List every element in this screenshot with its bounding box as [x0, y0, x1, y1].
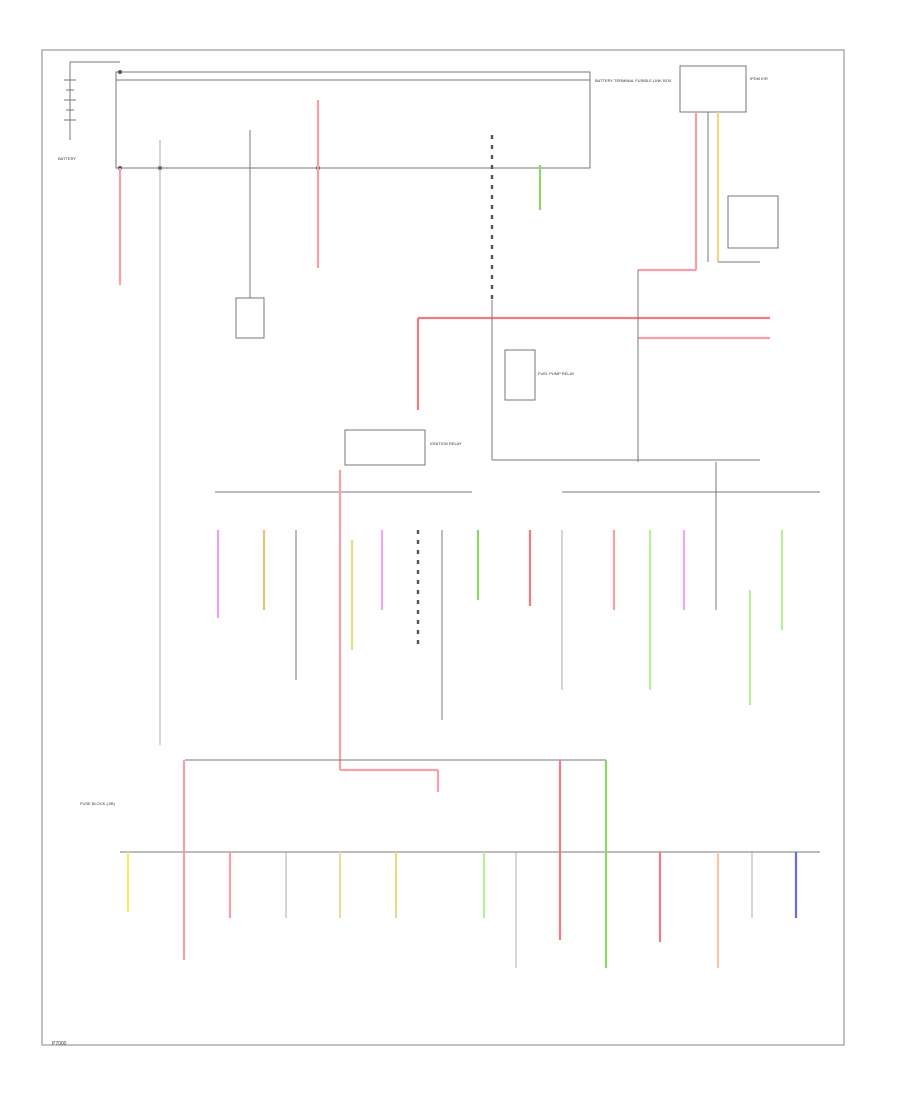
fuel-pump-relay-box — [504, 349, 536, 401]
battery-symbol — [64, 61, 120, 140]
fuel-pump-relay-label: FUEL PUMP RELAY — [538, 371, 575, 376]
fuse-block-top — [115, 70, 591, 170]
battery-label: BATTERY — [58, 156, 76, 161]
ipdm-label: IPDM E/R — [750, 76, 768, 81]
ipdm-box — [679, 65, 747, 113]
component-box-top-3 — [235, 297, 265, 339]
upper-row-drops — [216, 462, 784, 770]
ignition-relay-box — [344, 429, 426, 466]
fuse-block-top-label: BATTERY TERMINAL FUSIBLE LINK BOX — [595, 78, 672, 83]
diagram-border — [41, 49, 845, 1046]
ignition-relay-label: IGNITION RELAY — [430, 441, 462, 446]
diagram-code: P7000 — [52, 1041, 67, 1047]
fuse-block-left-label: FUSE BLOCK (J/B) — [80, 801, 116, 806]
lower-row-drops — [126, 760, 798, 968]
connector-right-upper — [727, 195, 779, 249]
